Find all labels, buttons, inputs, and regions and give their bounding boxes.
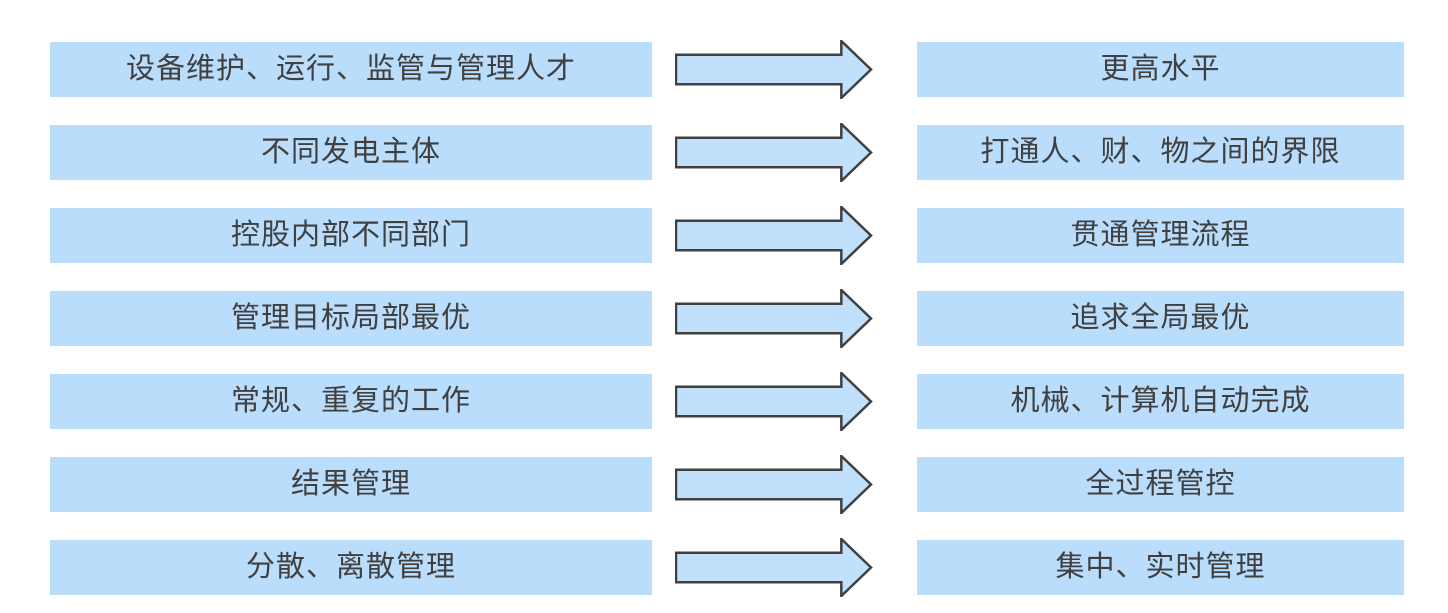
source-box: 分散、离散管理 [50,540,652,595]
target-box: 机械、计算机自动完成 [917,374,1404,429]
mapping-row: 结果管理 全过程管控 [0,455,1448,514]
source-box: 管理目标局部最优 [50,291,652,346]
mapping-row: 不同发电主体 打通人、财、物之间的界限 [0,123,1448,182]
target-box: 更高水平 [917,42,1404,97]
target-box: 打通人、财、物之间的界限 [917,125,1404,180]
right-arrow-icon [675,455,873,514]
right-arrow-icon [675,40,873,99]
mapping-row: 控股内部不同部门 贯通管理流程 [0,206,1448,265]
right-arrow-icon [675,372,873,431]
source-box: 不同发电主体 [50,125,652,180]
source-box: 控股内部不同部门 [50,208,652,263]
right-arrow-icon [675,538,873,597]
mapping-row: 分散、离散管理 集中、实时管理 [0,538,1448,597]
diagram-rows: 设备维护、运行、监管与管理人才 更高水平 不同发电主体 打通人、财、物之间的界限… [0,40,1448,613]
source-box: 常规、重复的工作 [50,374,652,429]
mapping-row: 管理目标局部最优 追求全局最优 [0,289,1448,348]
right-arrow-icon [675,289,873,348]
mapping-row: 常规、重复的工作 机械、计算机自动完成 [0,372,1448,431]
source-box: 设备维护、运行、监管与管理人才 [50,42,652,97]
right-arrow-icon [675,123,873,182]
source-box: 结果管理 [50,457,652,512]
mapping-row: 设备维护、运行、监管与管理人才 更高水平 [0,40,1448,99]
target-box: 贯通管理流程 [917,208,1404,263]
target-box: 全过程管控 [917,457,1404,512]
right-arrow-icon [675,206,873,265]
target-box: 集中、实时管理 [917,540,1404,595]
target-box: 追求全局最优 [917,291,1404,346]
